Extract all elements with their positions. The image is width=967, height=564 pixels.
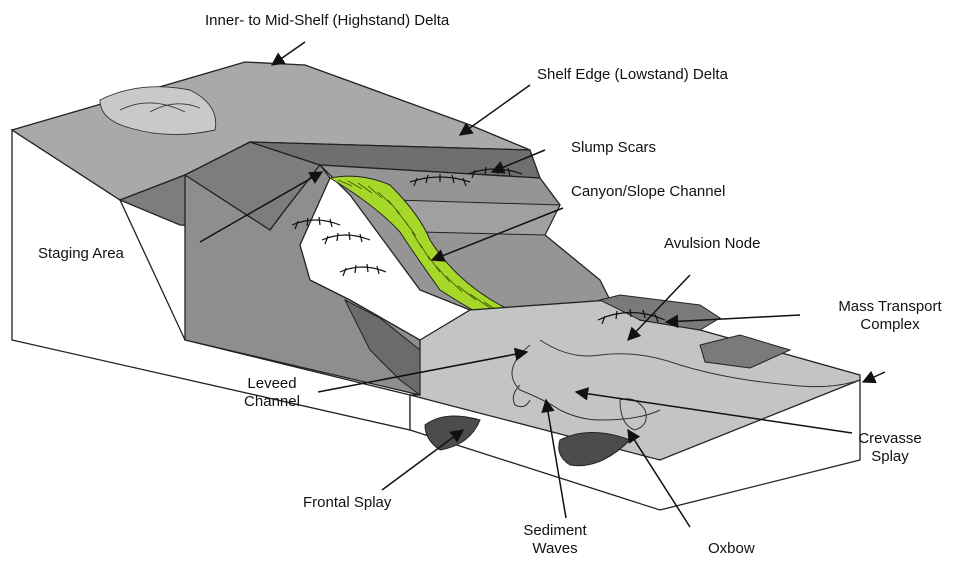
label-oxbow: Oxbow bbox=[708, 540, 755, 558]
label-highstand-delta: Inner- to Mid-Shelf (Highstand) Delta bbox=[205, 12, 449, 30]
label-canyon-channel: Canyon/Slope Channel bbox=[571, 183, 725, 201]
label-leveed-line2: Channel bbox=[232, 393, 312, 411]
label-frontal-splay: Frontal Splay bbox=[303, 494, 391, 512]
arrow-mass-transport-edge bbox=[863, 372, 885, 382]
label-mass-transport-line1: Mass Transport bbox=[820, 298, 960, 316]
arrow-frontal-splay bbox=[382, 430, 463, 490]
label-crevasse-splay: Crevasse Splay bbox=[850, 430, 930, 466]
label-leveed-channel: Leveed Channel bbox=[232, 375, 312, 411]
label-avulsion-node: Avulsion Node bbox=[664, 235, 760, 253]
label-staging-area: Staging Area bbox=[38, 245, 124, 263]
label-mass-transport-line2: Complex bbox=[820, 316, 960, 334]
label-lowstand-delta: Shelf Edge (Lowstand) Delta bbox=[537, 66, 728, 84]
label-sediment-line2: Waves bbox=[510, 540, 600, 558]
label-crevasse-line1: Crevasse bbox=[850, 430, 930, 448]
label-mass-transport-complex: Mass Transport Complex bbox=[820, 298, 960, 334]
arrow-highstand-delta bbox=[272, 42, 305, 65]
label-leveed-line1: Leveed bbox=[232, 375, 312, 393]
label-slump-scars: Slump Scars bbox=[571, 139, 656, 157]
label-crevasse-line2: Splay bbox=[850, 448, 930, 466]
label-sediment-line1: Sediment bbox=[510, 522, 600, 540]
label-sediment-waves: Sediment Waves bbox=[510, 522, 600, 558]
arrow-lowstand-delta bbox=[460, 85, 530, 135]
